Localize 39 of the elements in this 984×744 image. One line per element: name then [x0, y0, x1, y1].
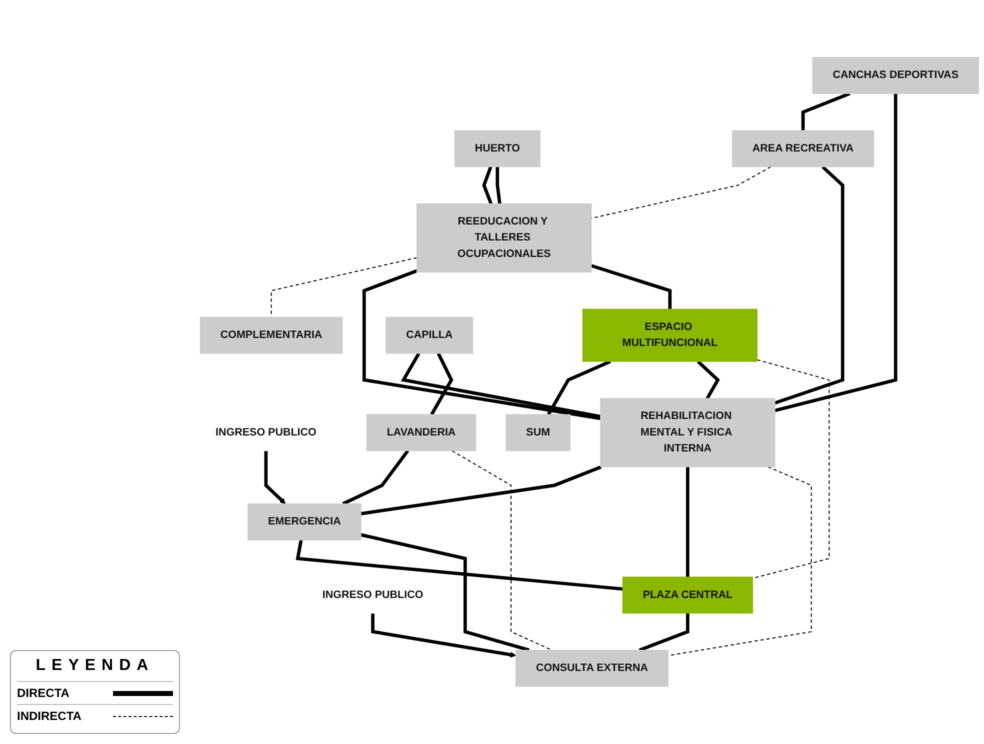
node-box: CANCHAS DEPORTIVAS: [812, 57, 979, 94]
legend-text: DIRECTA: [17, 686, 70, 700]
connector: [296, 540, 623, 591]
connector: [774, 166, 844, 405]
node-box: COMPLEMENTARIA: [200, 316, 343, 354]
node-box: ESPACIO MULTIFUNCIONAL: [582, 308, 758, 362]
legend-text: INDIRECTA: [17, 709, 82, 723]
arrow: [371, 613, 516, 658]
connector: [590, 264, 672, 310]
node-box: CAPILLA: [386, 316, 474, 354]
node-box: LAVANDERIA: [366, 414, 476, 452]
connector: [668, 466, 812, 656]
connector: [430, 352, 454, 416]
legend-title: LEYENDA: [34, 657, 156, 675]
connector: [638, 613, 690, 652]
node-box: AREA RECREATIVA: [732, 130, 874, 168]
connector: [752, 359, 830, 579]
node-box: EMERGENCIA: [248, 504, 362, 540]
connector: [774, 94, 898, 412]
connector: [360, 533, 530, 652]
node-text: INGRESO PUBLICO: [322, 589, 424, 601]
node-box: SUM: [506, 414, 571, 452]
connector: [801, 92, 850, 131]
connector: [496, 166, 502, 204]
connector: [362, 269, 601, 420]
node-text: INGRESO PUBLICO: [216, 426, 316, 438]
node-box: CONSULTA EXTERNA: [516, 650, 668, 687]
connector: [360, 465, 602, 516]
node-box: REEDUCACION Y TALLERES OCUPACIONALES: [416, 204, 592, 273]
connector: [452, 450, 552, 651]
connector: [400, 352, 601, 418]
node-box: REHABILITACION MENTAL Y FISICA INTERNA: [600, 398, 776, 468]
arrow: [264, 450, 286, 504]
connector: [482, 166, 493, 204]
connector: [686, 467, 690, 578]
connector: [342, 450, 410, 506]
connector: [547, 360, 611, 416]
node-box: PLAZA CENTRAL: [622, 576, 753, 614]
node-box: HUERTO: [454, 130, 540, 168]
